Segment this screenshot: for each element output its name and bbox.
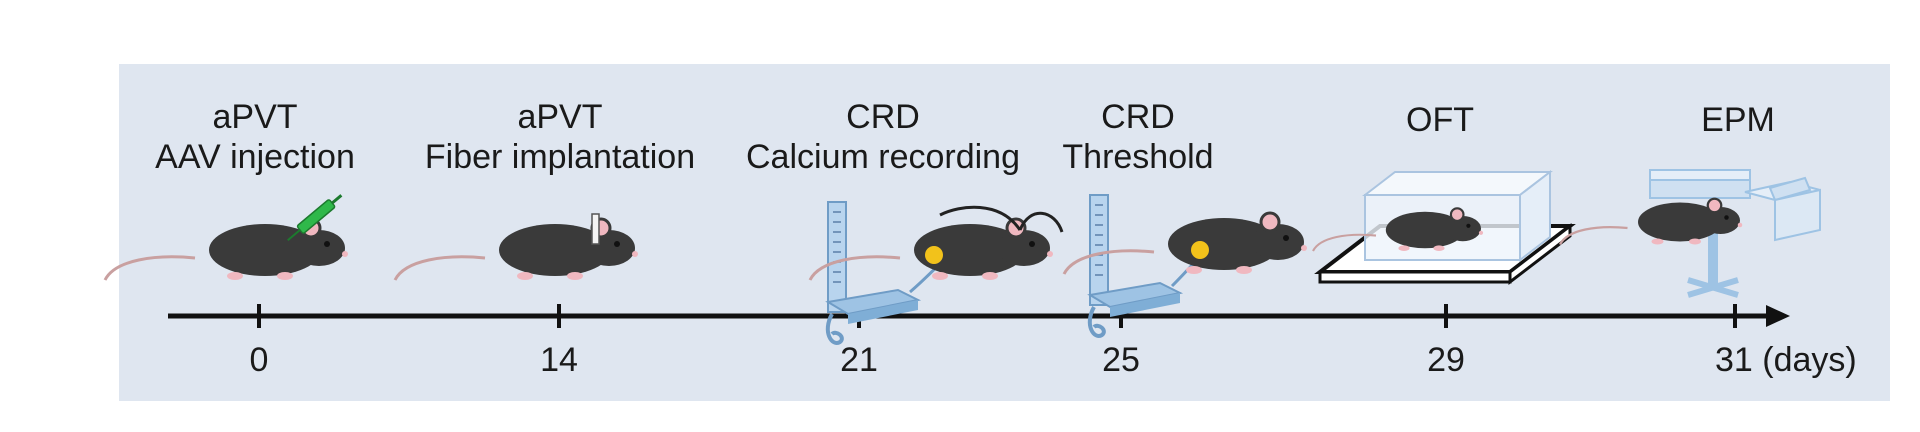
led-icon <box>1191 241 1209 259</box>
event-label-implantation: aPVT Fiber implantation <box>425 97 695 177</box>
axis-arrowhead <box>1766 305 1790 327</box>
event-title: aPVT <box>517 98 603 136</box>
day-label: 14 <box>540 341 578 379</box>
event-label-epm: EPM <box>1701 100 1775 140</box>
event-title: EPM <box>1701 101 1775 139</box>
day-label: 29 <box>1427 341 1465 379</box>
mouse-icon <box>393 217 640 282</box>
event-title: CRD <box>1101 98 1175 136</box>
day-label-last: 31 (days) <box>1715 340 1857 380</box>
syringe-icon <box>287 194 343 242</box>
barostat-icon <box>825 200 920 345</box>
day-label: 0 <box>249 341 269 379</box>
event-subtitle: Fiber implantation <box>424 138 696 176</box>
fiber-cable <box>939 205 1064 233</box>
day-value: 31 <box>1715 341 1753 379</box>
led-icon <box>925 246 943 264</box>
event-title: OFT <box>1406 101 1474 139</box>
elevated-plus-maze-icon <box>1558 169 1821 298</box>
event-label-calcium: CRD Calcium recording <box>746 97 1020 177</box>
event-title: CRD <box>846 98 920 136</box>
event-label-injection: aPVT AAV injection <box>155 97 355 177</box>
event-label-oft: OFT <box>1406 100 1474 140</box>
day-label: 25 <box>1102 341 1140 379</box>
event-title: aPVT <box>212 98 298 136</box>
fiber-implant-icon <box>591 213 600 245</box>
event-subtitle: Calcium recording <box>746 138 1020 176</box>
open-field-box-icon <box>1311 169 1576 286</box>
axis-unit: (days) <box>1762 341 1857 379</box>
event-subtitle: AAV injection <box>155 138 355 176</box>
event-subtitle: Threshold <box>1062 138 1214 176</box>
day-label: 21 <box>840 341 878 379</box>
event-label-threshold: CRD Threshold <box>1062 97 1213 177</box>
mouse-icon <box>103 217 350 282</box>
